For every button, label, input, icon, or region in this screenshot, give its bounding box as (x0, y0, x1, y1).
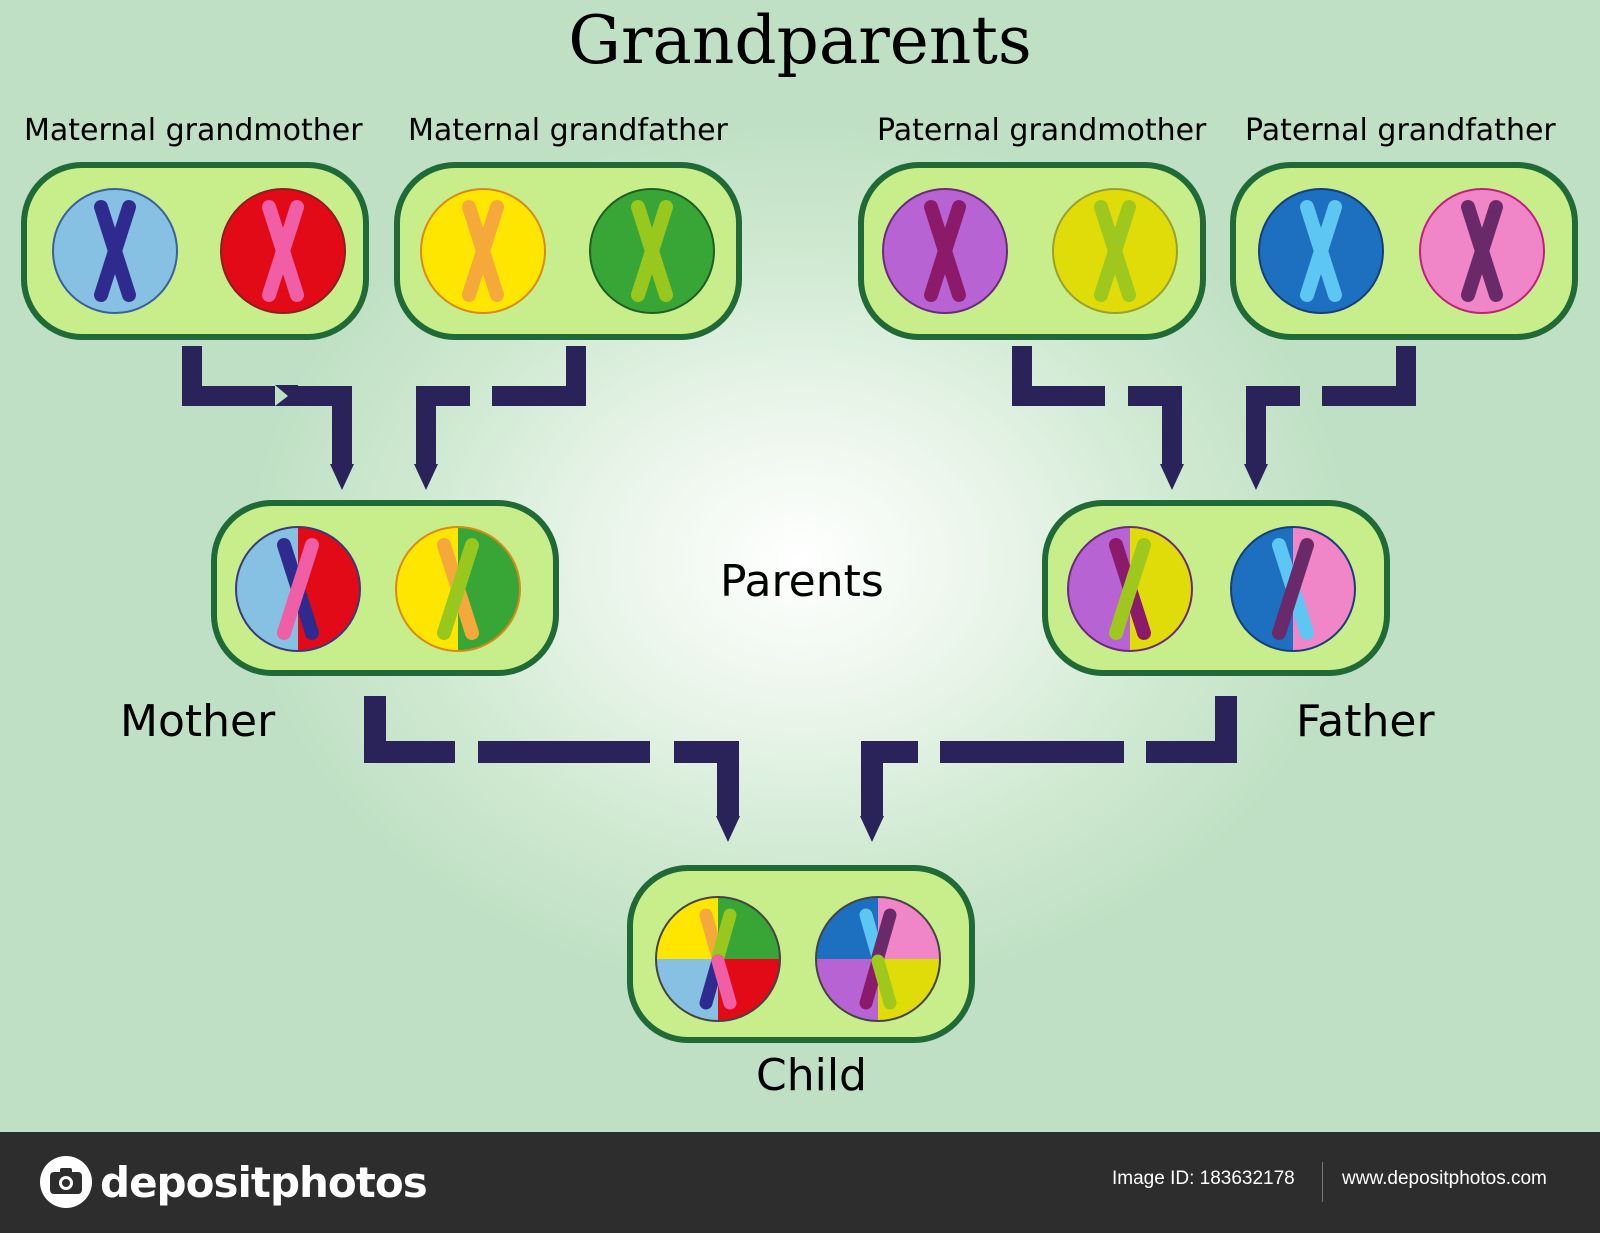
chromosome-circle-mother-2 (395, 526, 521, 652)
arrow-mother-to-child (364, 696, 739, 816)
site-url-text: www.depositphotos.com (1342, 1168, 1547, 1189)
image-id-text: Image ID: 183632178 (1112, 1168, 1295, 1189)
arrow-tip-mgm (330, 464, 354, 490)
label-maternal-grandmother: Maternal grandmother (24, 113, 363, 148)
arrow-father-to-child (861, 696, 1237, 816)
page-title: Grandparents (568, 2, 1032, 79)
footer-divider (1322, 1162, 1323, 1202)
chromosome-circle-child-1 (655, 896, 781, 1022)
label-paternal-grandmother: Paternal grandmother (877, 113, 1207, 148)
pedigree-diagram (21, 162, 1578, 1043)
arrow-tip-pgm (1160, 464, 1184, 490)
brand-logo-text: depositphotos (100, 1158, 428, 1207)
box-child (627, 865, 975, 1043)
box-paternal-grandmother (858, 162, 1206, 340)
watermark-footer: depositphotos Image ID: 183632178 www.de… (0, 1132, 1600, 1233)
arrow-paternal-grandmother-to-father (1012, 346, 1182, 464)
label-child: Child (756, 1050, 867, 1101)
label-mother: Mother (120, 696, 276, 747)
box-father (1042, 500, 1390, 676)
arrow-maternal-grandmother-to-mother (182, 346, 352, 464)
box-maternal-grandfather (394, 162, 742, 340)
arrow-paternal-grandfather-to-father (1246, 346, 1416, 464)
arrow-tip-mgf (414, 464, 438, 490)
label-paternal-grandfather: Paternal grandfather (1245, 113, 1556, 148)
arrow-tip-pgf (1244, 464, 1268, 490)
chromosome-circle-child-2 (815, 896, 941, 1022)
label-parents: Parents (720, 556, 884, 607)
box-mother (211, 500, 559, 676)
chromosome-circle-mother-1 (235, 526, 361, 652)
arrow-tip-mother (716, 816, 740, 842)
arrow-head-mgm-1 (275, 385, 298, 406)
label-maternal-grandfather: Maternal grandfather (408, 113, 728, 148)
chromosome-circle-father-2 (1230, 526, 1356, 652)
arrow-tip-father (860, 816, 884, 842)
arrow-maternal-grandfather-to-mother (416, 346, 586, 464)
diagram-background: Grandparents Maternal grandmother Matern… (0, 0, 1600, 1132)
camera-logo-icon (40, 1156, 92, 1208)
chromosome-circle-father-1 (1067, 526, 1193, 652)
label-father: Father (1296, 696, 1435, 747)
box-maternal-grandmother (21, 162, 369, 340)
box-paternal-grandfather (1230, 162, 1578, 340)
